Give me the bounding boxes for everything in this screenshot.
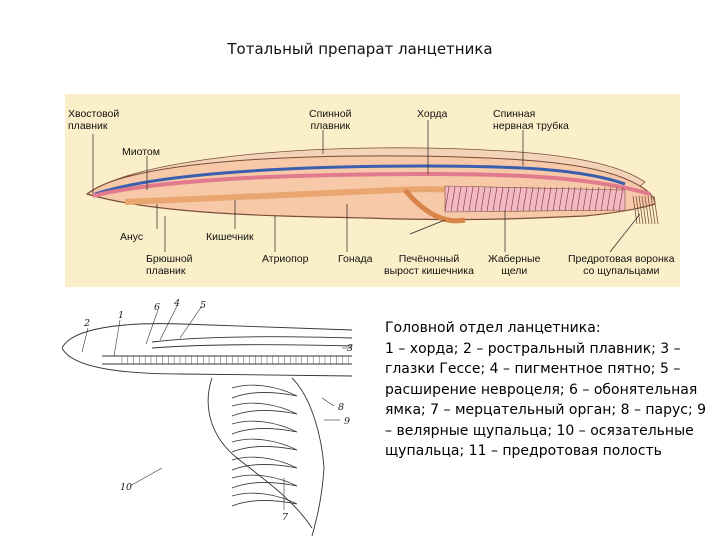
gill-slit-stroke xyxy=(516,186,522,212)
head-caption: Головной отдел ланцетника: 1 – хорда; 2 … xyxy=(385,318,707,462)
oral-cirrus xyxy=(231,438,298,453)
gill-slit-stroke xyxy=(552,186,558,212)
gill-slit-stroke xyxy=(492,186,498,212)
head-number: 3 xyxy=(347,343,353,354)
head-number: 10 xyxy=(120,482,132,493)
gill-slit-stroke xyxy=(564,186,570,212)
gill-slit-stroke xyxy=(498,186,504,212)
oral-cirrus xyxy=(231,474,298,489)
label-notochord: Хорда xyxy=(417,108,448,120)
gill-slit-stroke xyxy=(444,186,450,212)
tentacle-stroke xyxy=(638,195,644,225)
head-number: 8 xyxy=(338,402,344,413)
gill-slit-stroke xyxy=(540,186,546,212)
tentacle-stroke xyxy=(632,195,638,225)
gill-slit-stroke xyxy=(588,186,594,212)
tentacle-stroke xyxy=(653,195,659,225)
gill-slit-stroke xyxy=(486,186,492,212)
oral-cirrus xyxy=(231,384,298,399)
gill-slit-stroke xyxy=(474,186,480,212)
gill-slit-stroke xyxy=(504,186,510,212)
gill-slit-stroke xyxy=(558,186,564,212)
caption-body: 1 – хорда; 2 – ростральный плавник; 3 – … xyxy=(385,340,707,460)
label-atriopore: Атриопор xyxy=(262,253,309,265)
page-title: Тотальный препарат ланцетника xyxy=(227,40,493,58)
lancelet-body-illustration xyxy=(85,120,659,253)
gill-slit-stroke xyxy=(576,186,582,212)
label-gonad: Гонада xyxy=(338,253,373,265)
label-intestine: Кишечник xyxy=(206,231,254,243)
gill-slit-stroke xyxy=(570,186,576,212)
head-number: 4 xyxy=(173,298,180,309)
gill-slit-stroke xyxy=(594,186,600,212)
gill-slit-stroke xyxy=(480,186,486,212)
gill-slit-stroke xyxy=(600,186,606,212)
gill-slit-stroke xyxy=(606,186,612,212)
head-number: 6 xyxy=(154,302,160,313)
head-number: 1 xyxy=(118,310,124,321)
tentacle-stroke xyxy=(635,195,641,225)
gill-slit-stroke xyxy=(612,186,618,212)
head-number: 5 xyxy=(200,300,206,311)
head-number: 9 xyxy=(344,416,350,427)
head-number: 2 xyxy=(83,318,90,329)
tentacle-stroke xyxy=(647,195,653,225)
head-section-drawing: 1 2 3 4 5 6 7 8 9 10 xyxy=(62,298,353,537)
head-number: 7 xyxy=(282,512,289,523)
oral-cirrus xyxy=(231,492,298,507)
gill-slit-stroke xyxy=(510,186,516,212)
tentacle-stroke xyxy=(644,195,650,225)
oral-cirrus xyxy=(231,402,298,417)
gill-slit-stroke xyxy=(618,186,624,212)
gill-slit-stroke xyxy=(462,186,468,212)
gill-slit-stroke xyxy=(522,186,528,212)
gill-slit-stroke xyxy=(468,186,474,212)
gill-slit-stroke xyxy=(534,186,540,212)
tentacle-stroke xyxy=(650,195,656,225)
label-myotome: Миотом xyxy=(122,146,160,158)
oral-cirrus xyxy=(231,420,298,435)
oral-cirrus xyxy=(231,456,298,471)
caption-heading: Головной отдел ланцетника: xyxy=(385,320,601,336)
tentacle-stroke xyxy=(641,195,647,225)
gill-slit-stroke xyxy=(450,186,456,212)
gill-slit-stroke xyxy=(546,186,552,212)
label-anus: Анус xyxy=(120,231,144,243)
gill-slit-stroke xyxy=(582,186,588,212)
gill-slit-stroke xyxy=(456,186,462,212)
gill-slit-stroke xyxy=(528,186,534,212)
